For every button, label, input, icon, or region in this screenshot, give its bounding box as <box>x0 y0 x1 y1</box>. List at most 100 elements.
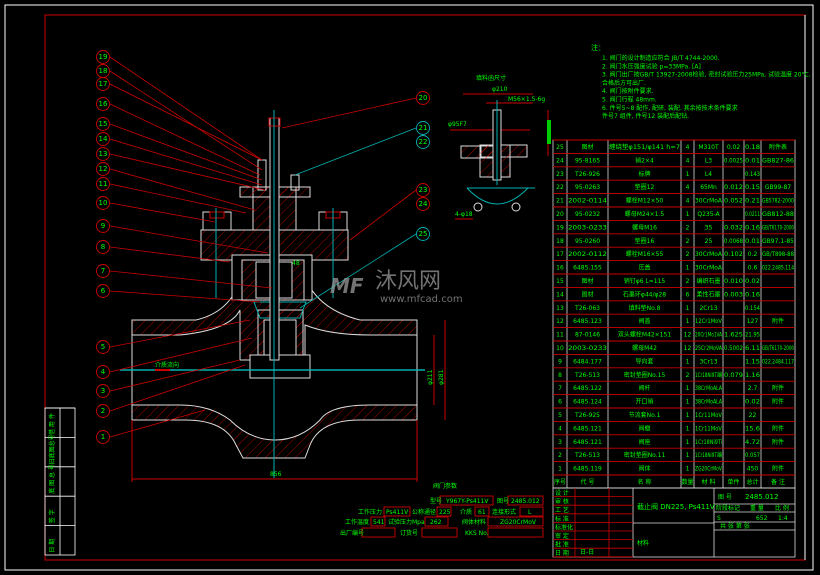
callout-circle <box>96 404 110 418</box>
callout-circle <box>96 196 110 210</box>
conn-label: 连接形式 <box>492 508 516 516</box>
callout-circle <box>96 284 110 298</box>
table-cell: 1Cr11MoV <box>695 425 723 432</box>
table-cell: 0.079 <box>724 372 743 379</box>
table-cell: 0.18 <box>745 144 760 151</box>
table-cell: 21.95 <box>745 332 760 339</box>
callout-number: 14 <box>99 135 108 143</box>
table-cell: 5 <box>558 412 562 419</box>
table-cell: 30CrMoA <box>695 198 723 205</box>
watermark-logo: MF <box>330 274 364 298</box>
drawing-no-label: 图 号 <box>718 494 732 501</box>
callout-number: 11 <box>99 180 108 188</box>
signature-label: 标 准 <box>555 515 569 523</box>
callout-circle <box>96 147 110 161</box>
watermark-brand: 沐风网 <box>375 269 441 294</box>
table-cell: 6485.155 <box>573 265 602 272</box>
table-cell: 销2×4 <box>635 156 654 164</box>
table-cell: 0.02 <box>727 144 741 151</box>
table-cell: 附件 <box>772 317 784 325</box>
table-cell: 填料垫No.8 <box>629 304 661 312</box>
table-cell: 销钉φ6 L=115 <box>624 277 666 285</box>
body-material-value: ZG20CrMoV <box>500 519 537 526</box>
table-cell: 垫圈16 <box>635 237 655 245</box>
table-cell: 21 <box>556 198 564 205</box>
table-cell: 0.052 <box>724 198 743 205</box>
table-cell: 0.012 <box>724 184 743 191</box>
callout-circle <box>96 97 110 111</box>
callout-number: 25 <box>419 230 428 238</box>
callout-number: 15 <box>99 120 108 128</box>
leader-line <box>109 168 256 211</box>
scale-value: 1:4 <box>778 515 788 522</box>
table-cell: 石墨环φ44/φ28 <box>623 291 666 298</box>
table-cell: 1 <box>686 425 690 432</box>
table-cell: 图材 <box>581 277 593 285</box>
table-header: 序号代 号名 称数量材 料单件总计备 注 <box>554 478 785 486</box>
detail-side-dim: φ95F7 <box>448 121 467 128</box>
table-cell: 1Cr18Ni9Ti编 <box>695 451 722 459</box>
table-cell: 95-0232 <box>575 211 600 218</box>
note-line: 6. 件号5~8 配作, 配研, 装配. 其余按技术条件要求 <box>602 104 738 112</box>
callout-number: 1 <box>101 433 105 441</box>
table-cell: 25 <box>556 144 564 151</box>
table-cell: 1.16 <box>745 372 760 379</box>
bore-inner-dimension: φ211 <box>427 369 434 385</box>
note-line: 3. 阀门出厂按GB/T 13927-2008检验, 密封试验压力25MPa, … <box>602 71 811 79</box>
model-value: Y967Y-Ps411V <box>445 498 489 505</box>
table-cell: 6485.119 <box>573 466 602 473</box>
callout-circle <box>96 340 110 354</box>
table-cell: L3 <box>705 157 712 164</box>
callout-number: 10 <box>99 199 108 207</box>
table-cell: GB/T6170-2000 <box>762 224 794 231</box>
strip-label: 签 字 <box>48 509 56 523</box>
table-cell: 2 <box>558 452 562 459</box>
table-cell: GB5782-2000 <box>762 198 794 205</box>
callout-circle <box>96 365 110 379</box>
signature-label: 日 期 <box>555 549 569 557</box>
table-cell: 6485.122 <box>573 385 602 392</box>
leader-line <box>349 189 417 241</box>
leader-line <box>109 56 263 161</box>
table-cell: 6485.121 <box>573 439 602 446</box>
table-cell: GB97.1-85 <box>762 238 794 245</box>
table-cell: 附件表 <box>769 143 787 151</box>
table-cell: 0.0025 <box>724 157 743 164</box>
table-cell: 4 <box>686 184 690 191</box>
table-cell: 螺母M16 <box>632 223 657 231</box>
table-cell: 1 <box>686 171 690 178</box>
table-cell: 10 <box>556 345 564 352</box>
signature-label: 设 计 <box>555 489 569 497</box>
table-cell: 4 <box>686 144 690 151</box>
drawing-label: 图号 <box>497 498 509 505</box>
stage-label: 阶段标记 <box>716 504 740 512</box>
table-cell: 87-0146 <box>575 332 600 339</box>
kks-label: KKS No. <box>465 530 489 537</box>
table-cell: 2 <box>686 278 690 285</box>
table-cell: 1Cr11MoV <box>695 412 723 419</box>
table-cell: 18 <box>556 238 564 245</box>
table-cell: 1.15 <box>745 358 760 365</box>
table-cell: L4 <box>705 171 712 178</box>
table-cell: 1 <box>686 466 690 473</box>
table-cell: 13 <box>556 305 564 312</box>
table-cell: Q235-A <box>697 211 720 218</box>
callout-number: 8 <box>101 243 105 251</box>
table-cell: 1 <box>686 399 690 406</box>
signature-label: 审 核 <box>555 498 569 506</box>
table-cell: 1 <box>558 466 562 473</box>
title-block-material-label: 材料 <box>637 539 649 547</box>
stage-value: S <box>717 515 721 522</box>
table-cell: 9 <box>558 358 562 365</box>
leader-line <box>109 153 266 191</box>
table-cell: 2 <box>686 238 690 245</box>
table-cell: 2003-0233 <box>568 345 607 352</box>
